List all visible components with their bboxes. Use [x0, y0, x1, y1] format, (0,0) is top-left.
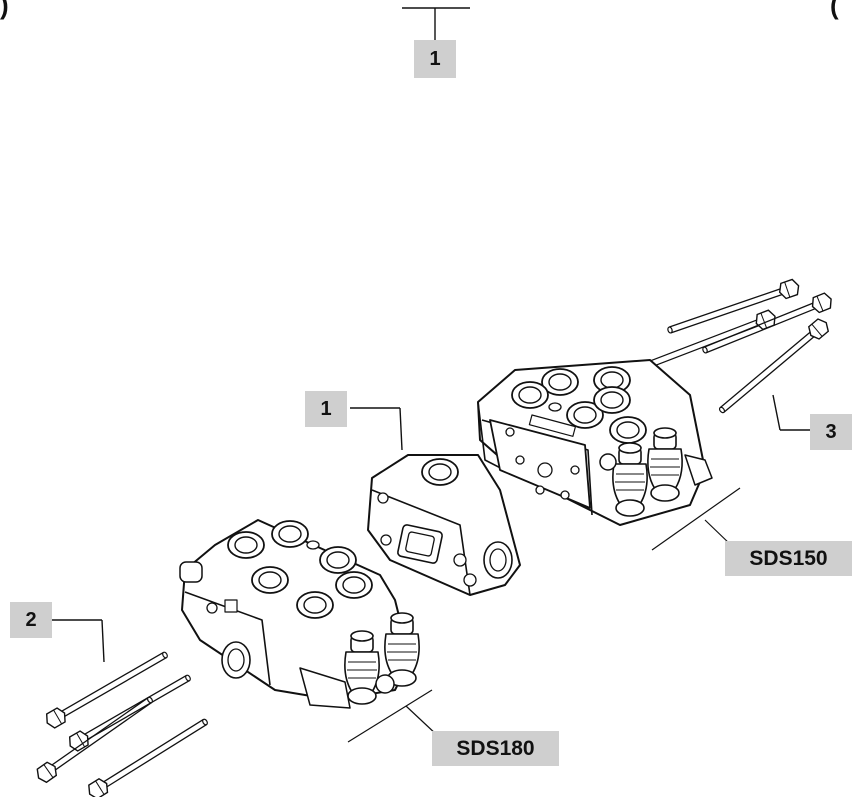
leader-1-middle	[350, 407, 403, 451]
label-sds150: SDS150	[725, 541, 852, 576]
edge-mark-right: (	[830, 0, 839, 20]
top-leader	[402, 7, 470, 40]
leader-3	[772, 394, 810, 431]
callout-1-top: 1	[414, 40, 456, 78]
edge-mark-left: )	[0, 0, 9, 20]
callout-2: 2	[10, 602, 52, 638]
valve-sds150	[477, 359, 713, 526]
bolt-set-lower	[33, 646, 212, 797]
callout-3: 3	[810, 414, 852, 450]
callout-1-middle: 1	[305, 391, 347, 427]
leader-2	[52, 619, 105, 663]
valve-sds180	[179, 519, 420, 709]
label-sds180: SDS180	[432, 731, 559, 766]
inlet-section	[367, 454, 521, 596]
